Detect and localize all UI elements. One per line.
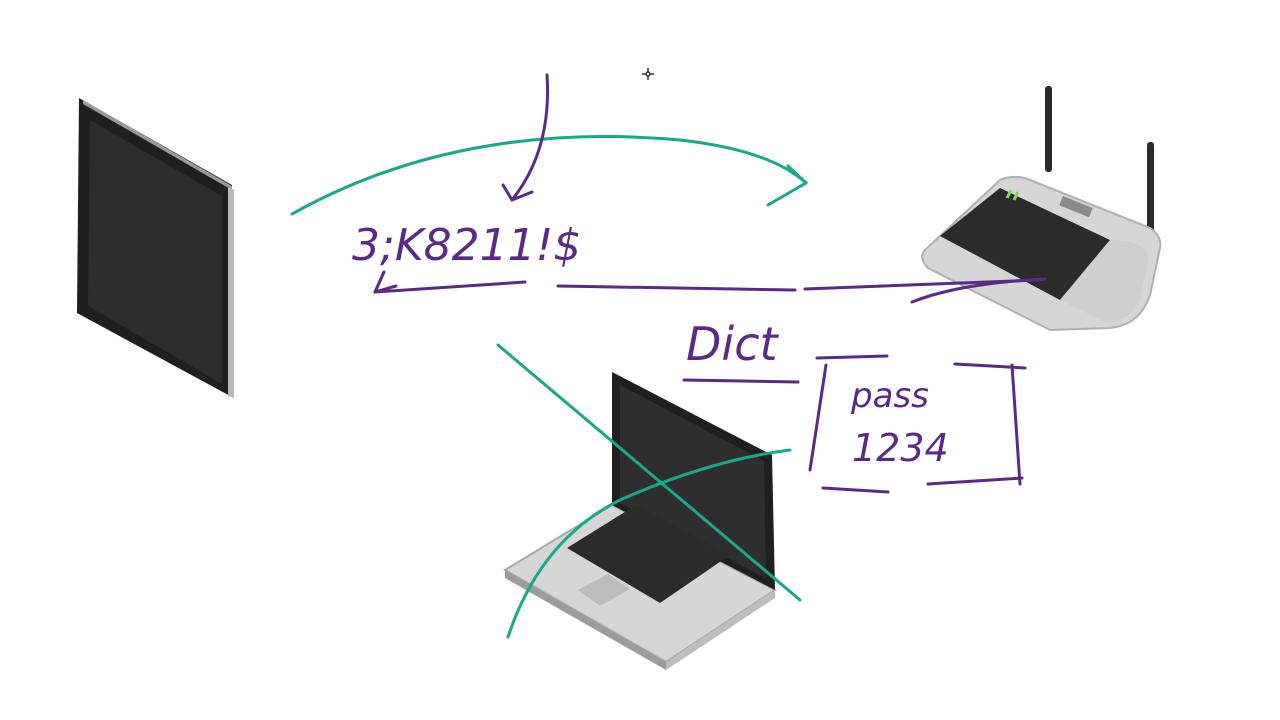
tablet-icon — [77, 98, 234, 398]
captured-password-text: 3;K8211!$ — [352, 220, 581, 271]
dictionary-entry-pass: pass — [850, 376, 929, 416]
move-crosshair-icon — [642, 68, 654, 80]
laptop-icon — [503, 372, 777, 670]
teal-ink-strokes — [290, 135, 808, 639]
dictionary-label: Dict — [686, 317, 779, 371]
purple-ink-strokes — [373, 73, 1047, 494]
dictionary-entry-1234: 1234 — [852, 426, 949, 470]
wifi-router-icon — [921, 86, 1162, 332]
